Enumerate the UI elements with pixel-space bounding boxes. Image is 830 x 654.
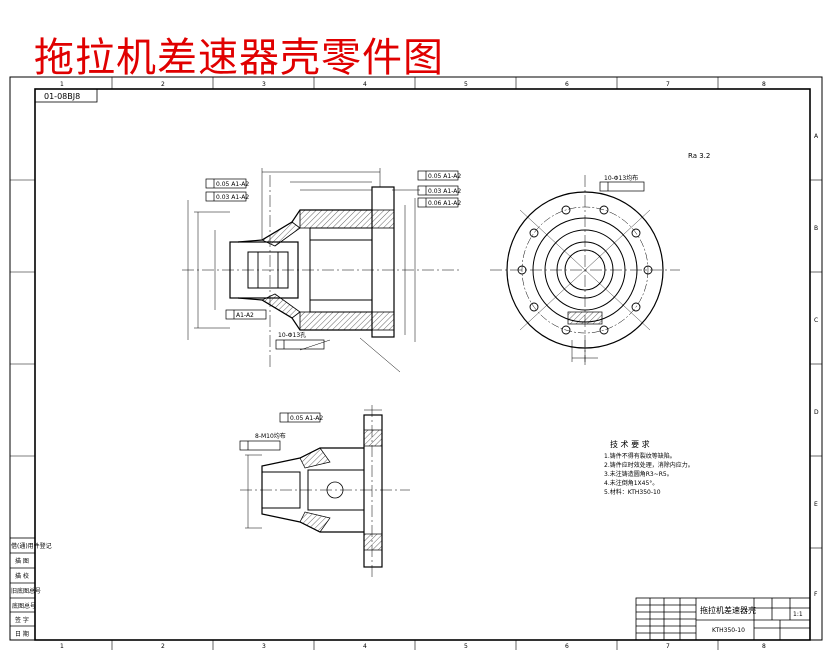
drawing-number-box [34, 88, 98, 103]
title-block-material: KTH350-10 [712, 627, 745, 634]
zone-letter: F [814, 591, 818, 598]
zone-letter: D [814, 409, 819, 416]
left-strip-labels: 借(通)用件登记 描 图 描 校 旧底图总号 底图总号 签 字 日 期 [11, 542, 52, 638]
zone-letter: A [814, 133, 819, 140]
zone-number: 6 [565, 81, 569, 88]
strip-label: 借(通)用件登记 [11, 542, 52, 550]
tech-requirement-line: 5.材料：KTH350-10 [604, 488, 661, 496]
zone-number: 2 [161, 81, 165, 88]
roughness-symbol: Ra 3.2 [688, 152, 710, 160]
zone-number: 1 [60, 81, 64, 88]
zone-number: 3 [262, 81, 266, 88]
zone-number: 7 [666, 81, 670, 88]
title-block-scale: 1:1 [793, 611, 803, 618]
hole-note-top: 10-Φ13均布 [604, 174, 638, 182]
tech-requirement-line: 3.未注铸造圆角R3~R5。 [604, 470, 673, 478]
strip-label: 底图总号 [12, 602, 36, 610]
outer-border [9, 76, 823, 641]
zone-number: 1 [60, 643, 64, 650]
zone-letter: E [814, 501, 818, 508]
strip-label: 日 期 [15, 630, 29, 638]
bolt-note: 8-M10均布 [255, 432, 286, 440]
strip-label: 描 图 [15, 557, 29, 565]
strip-label: 旧底图总号 [11, 587, 41, 595]
title-block-part-name: 拖拉机差速器壳 [700, 605, 756, 615]
zone-number: 4 [363, 81, 367, 88]
tech-requirements: 技 术 要 求 1.铸件不得有裂纹等缺陷。 2.铸件应时效处理，消除内应力。 3… [604, 439, 694, 496]
zone-letter: C [814, 317, 818, 324]
inner-border [34, 88, 811, 641]
zone-number: 8 [762, 81, 766, 88]
zone-numbers-top: 1 2 3 4 5 6 7 8 [60, 81, 766, 88]
gdt-frame-text: 0.03 A1-A2 [216, 194, 249, 201]
front-section-view [182, 168, 460, 373]
gdt-frame-text: 0.05 A1-A2 [216, 181, 249, 188]
zone-number: 3 [262, 643, 266, 650]
hole-note-front: 10-Φ13孔 [278, 331, 306, 339]
zone-numbers-bottom: 1 2 3 4 5 6 7 8 [60, 643, 766, 650]
tech-requirement-line: 2.铸件应时效处理，消除内应力。 [604, 461, 694, 469]
drawing-number: 01-08BJ8 [44, 92, 80, 101]
left-strip-table [9, 537, 36, 641]
tech-requirement-line: 1.铸件不得有裂纹等缺陷。 [604, 452, 676, 460]
zone-letters-right: A B C D E F [814, 133, 819, 598]
strip-label: 描 校 [15, 572, 29, 580]
side-view [240, 405, 410, 580]
zone-number: 2 [161, 643, 165, 650]
tech-requirements-heading: 技 术 要 求 [610, 439, 650, 449]
tech-requirement-line: 4.未注倒角1X45°。 [604, 479, 658, 487]
zone-number: 5 [464, 643, 468, 650]
gdt-frame-text: 0.05 A1-A2 [290, 415, 323, 422]
zone-number: 7 [666, 643, 670, 650]
page-title: 拖拉机差速器壳零件图 [34, 35, 444, 81]
zone-number: 4 [363, 643, 367, 650]
title-block [635, 597, 811, 641]
zone-number: 8 [762, 643, 766, 650]
strip-label: 签 字 [15, 616, 29, 624]
gdt-frame-text: 0.05 A1-A2 [428, 173, 461, 180]
gdt-frames [205, 170, 645, 451]
zone-number: 6 [565, 643, 569, 650]
end-view [490, 175, 680, 365]
zone-letter: B [814, 225, 818, 232]
gdt-frame-text: 0.03 A1-A2 [428, 188, 461, 195]
gdt-frame-text: 0.06 A1-A2 [428, 200, 461, 207]
zone-number: 5 [464, 81, 468, 88]
section-note: A1-A2 [236, 312, 254, 319]
